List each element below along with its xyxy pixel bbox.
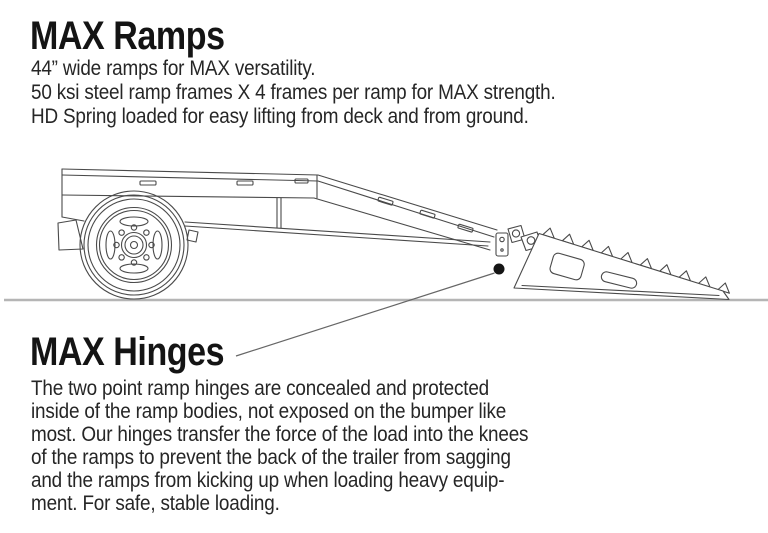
lug-nut	[118, 229, 125, 236]
ramps-description-line: 44” wide ramps for MAX versatility.	[31, 57, 316, 80]
ramps-title: MAX Ramps	[30, 14, 225, 58]
frame-bracket	[186, 229, 199, 243]
ramp-body	[513, 232, 730, 301]
hinges-description: The two point ramp hinges are concealed …	[31, 377, 529, 515]
ramps-description-line: 50 ksi steel ramp frames X 4 frames per …	[31, 81, 556, 104]
loading-ramp	[513, 227, 730, 301]
ramp-cutout	[549, 252, 585, 281]
ramp-cutout	[600, 271, 638, 289]
mud-flap	[57, 219, 84, 251]
trailer-wheel	[79, 190, 189, 300]
hinges-title: MAX Hinges	[30, 330, 225, 374]
lug-nut	[118, 254, 125, 261]
ramps-description: 44” wide ramps for MAX versatility. 50 k…	[31, 57, 556, 129]
hinges-description-line: of the ramps to prevent the back of the …	[31, 446, 511, 469]
hinge-callout	[235, 263, 505, 357]
lug-nut	[143, 229, 150, 236]
stake-pockets	[139, 178, 474, 233]
ramps-description-line: HD Spring loaded for easy lifting from d…	[31, 105, 529, 128]
callout-leader-line	[235, 272, 495, 357]
lug-nut	[130, 224, 138, 231]
rim-vent-slot	[152, 230, 163, 260]
lug-nuts	[113, 224, 155, 266]
rim-vent-slot	[119, 216, 149, 227]
lug-nut	[130, 259, 138, 266]
hinges-description-line: inside of the ramp bodies, not exposed o…	[31, 400, 507, 423]
rim-vent-slot	[119, 263, 149, 274]
wheel-hub	[120, 231, 148, 259]
hinges-description-line: most. Our hinges transfer the force of t…	[31, 423, 529, 446]
rim-vent-slot	[105, 230, 116, 260]
hinges-description-line: ment. For safe, stable loading.	[31, 492, 280, 515]
lug-nut	[148, 241, 155, 249]
callout-dot	[493, 263, 505, 275]
lug-nut	[143, 254, 150, 261]
hinge-plate	[495, 232, 509, 257]
hinges-description-line: The two point ramp hinges are concealed …	[31, 377, 490, 400]
hinges-description-line: and the ramps from kicking up when loadi…	[31, 469, 505, 492]
lug-nut	[113, 241, 120, 249]
